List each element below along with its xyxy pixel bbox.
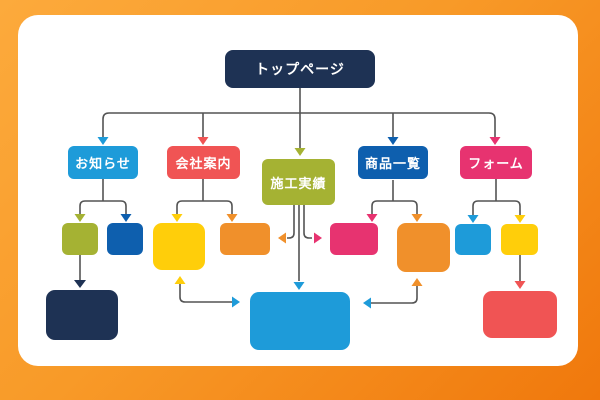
node-works-label: 施工実績	[270, 176, 327, 192]
node-products-label: 商品一覧	[364, 157, 421, 172]
node-form-child-2	[501, 224, 538, 255]
node-works: 施工実績	[262, 159, 335, 205]
node-news-child-2	[107, 223, 143, 255]
node-products-child-2	[397, 223, 450, 272]
node-form: フォーム	[460, 146, 532, 179]
node-company-child-2	[220, 223, 270, 255]
node-news-label: お知らせ	[75, 157, 131, 172]
node-news-child-1	[62, 223, 98, 255]
node-works-child	[250, 292, 350, 350]
node-top-page: トップページ	[225, 50, 375, 88]
node-company-label: 会社案内	[175, 157, 232, 172]
node-top-page-label: トップページ	[255, 62, 345, 78]
node-company-child-1	[153, 223, 205, 270]
node-products-child-1	[330, 223, 378, 255]
node-products: 商品一覧	[358, 146, 428, 179]
node-news-grandchild	[46, 290, 118, 340]
node-form-child-1	[455, 224, 491, 255]
node-form-grandchild	[483, 291, 557, 338]
node-form-label: フォーム	[468, 157, 524, 172]
node-news: お知らせ	[68, 146, 138, 179]
node-company: 会社案内	[167, 146, 240, 179]
